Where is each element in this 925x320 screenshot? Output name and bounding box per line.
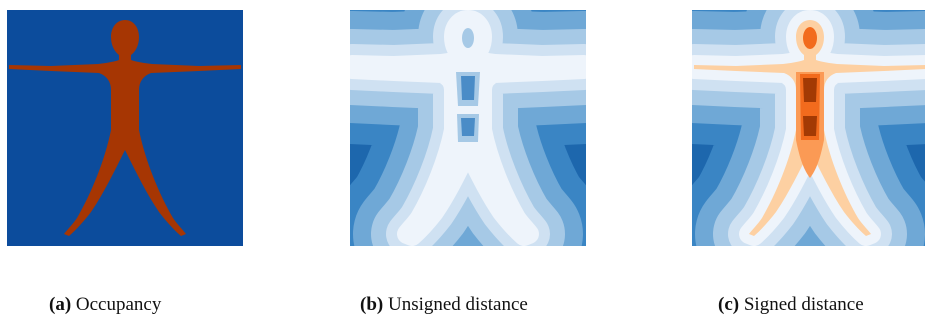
caption-occupancy: (a) Occupancy xyxy=(49,294,161,316)
caption-tag: (b) xyxy=(360,294,384,315)
caption-text: Signed distance xyxy=(743,294,864,315)
torso-core-upper xyxy=(803,78,817,102)
signed-distance-panel xyxy=(692,10,925,246)
torso-core-lower xyxy=(461,118,475,136)
occupancy-panel xyxy=(7,10,243,246)
caption-text: Unsigned distance xyxy=(387,294,528,315)
caption-text: Occupancy xyxy=(75,294,162,315)
unsigned-distance-image xyxy=(350,10,586,246)
caption-tag: (a) xyxy=(49,294,72,315)
signed-distance-image xyxy=(692,10,925,246)
unsigned-distance-panel xyxy=(350,10,586,246)
caption-unsigned-distance: (b) Unsigned distance xyxy=(360,294,528,316)
head-band xyxy=(462,28,474,48)
torso-core-lower xyxy=(803,116,817,136)
caption-tag: (c) xyxy=(718,294,740,315)
caption-signed-distance: (c) Signed distance xyxy=(718,294,864,316)
head-inside xyxy=(803,27,817,49)
occupancy-image xyxy=(7,10,243,246)
torso-core-upper xyxy=(461,76,475,100)
